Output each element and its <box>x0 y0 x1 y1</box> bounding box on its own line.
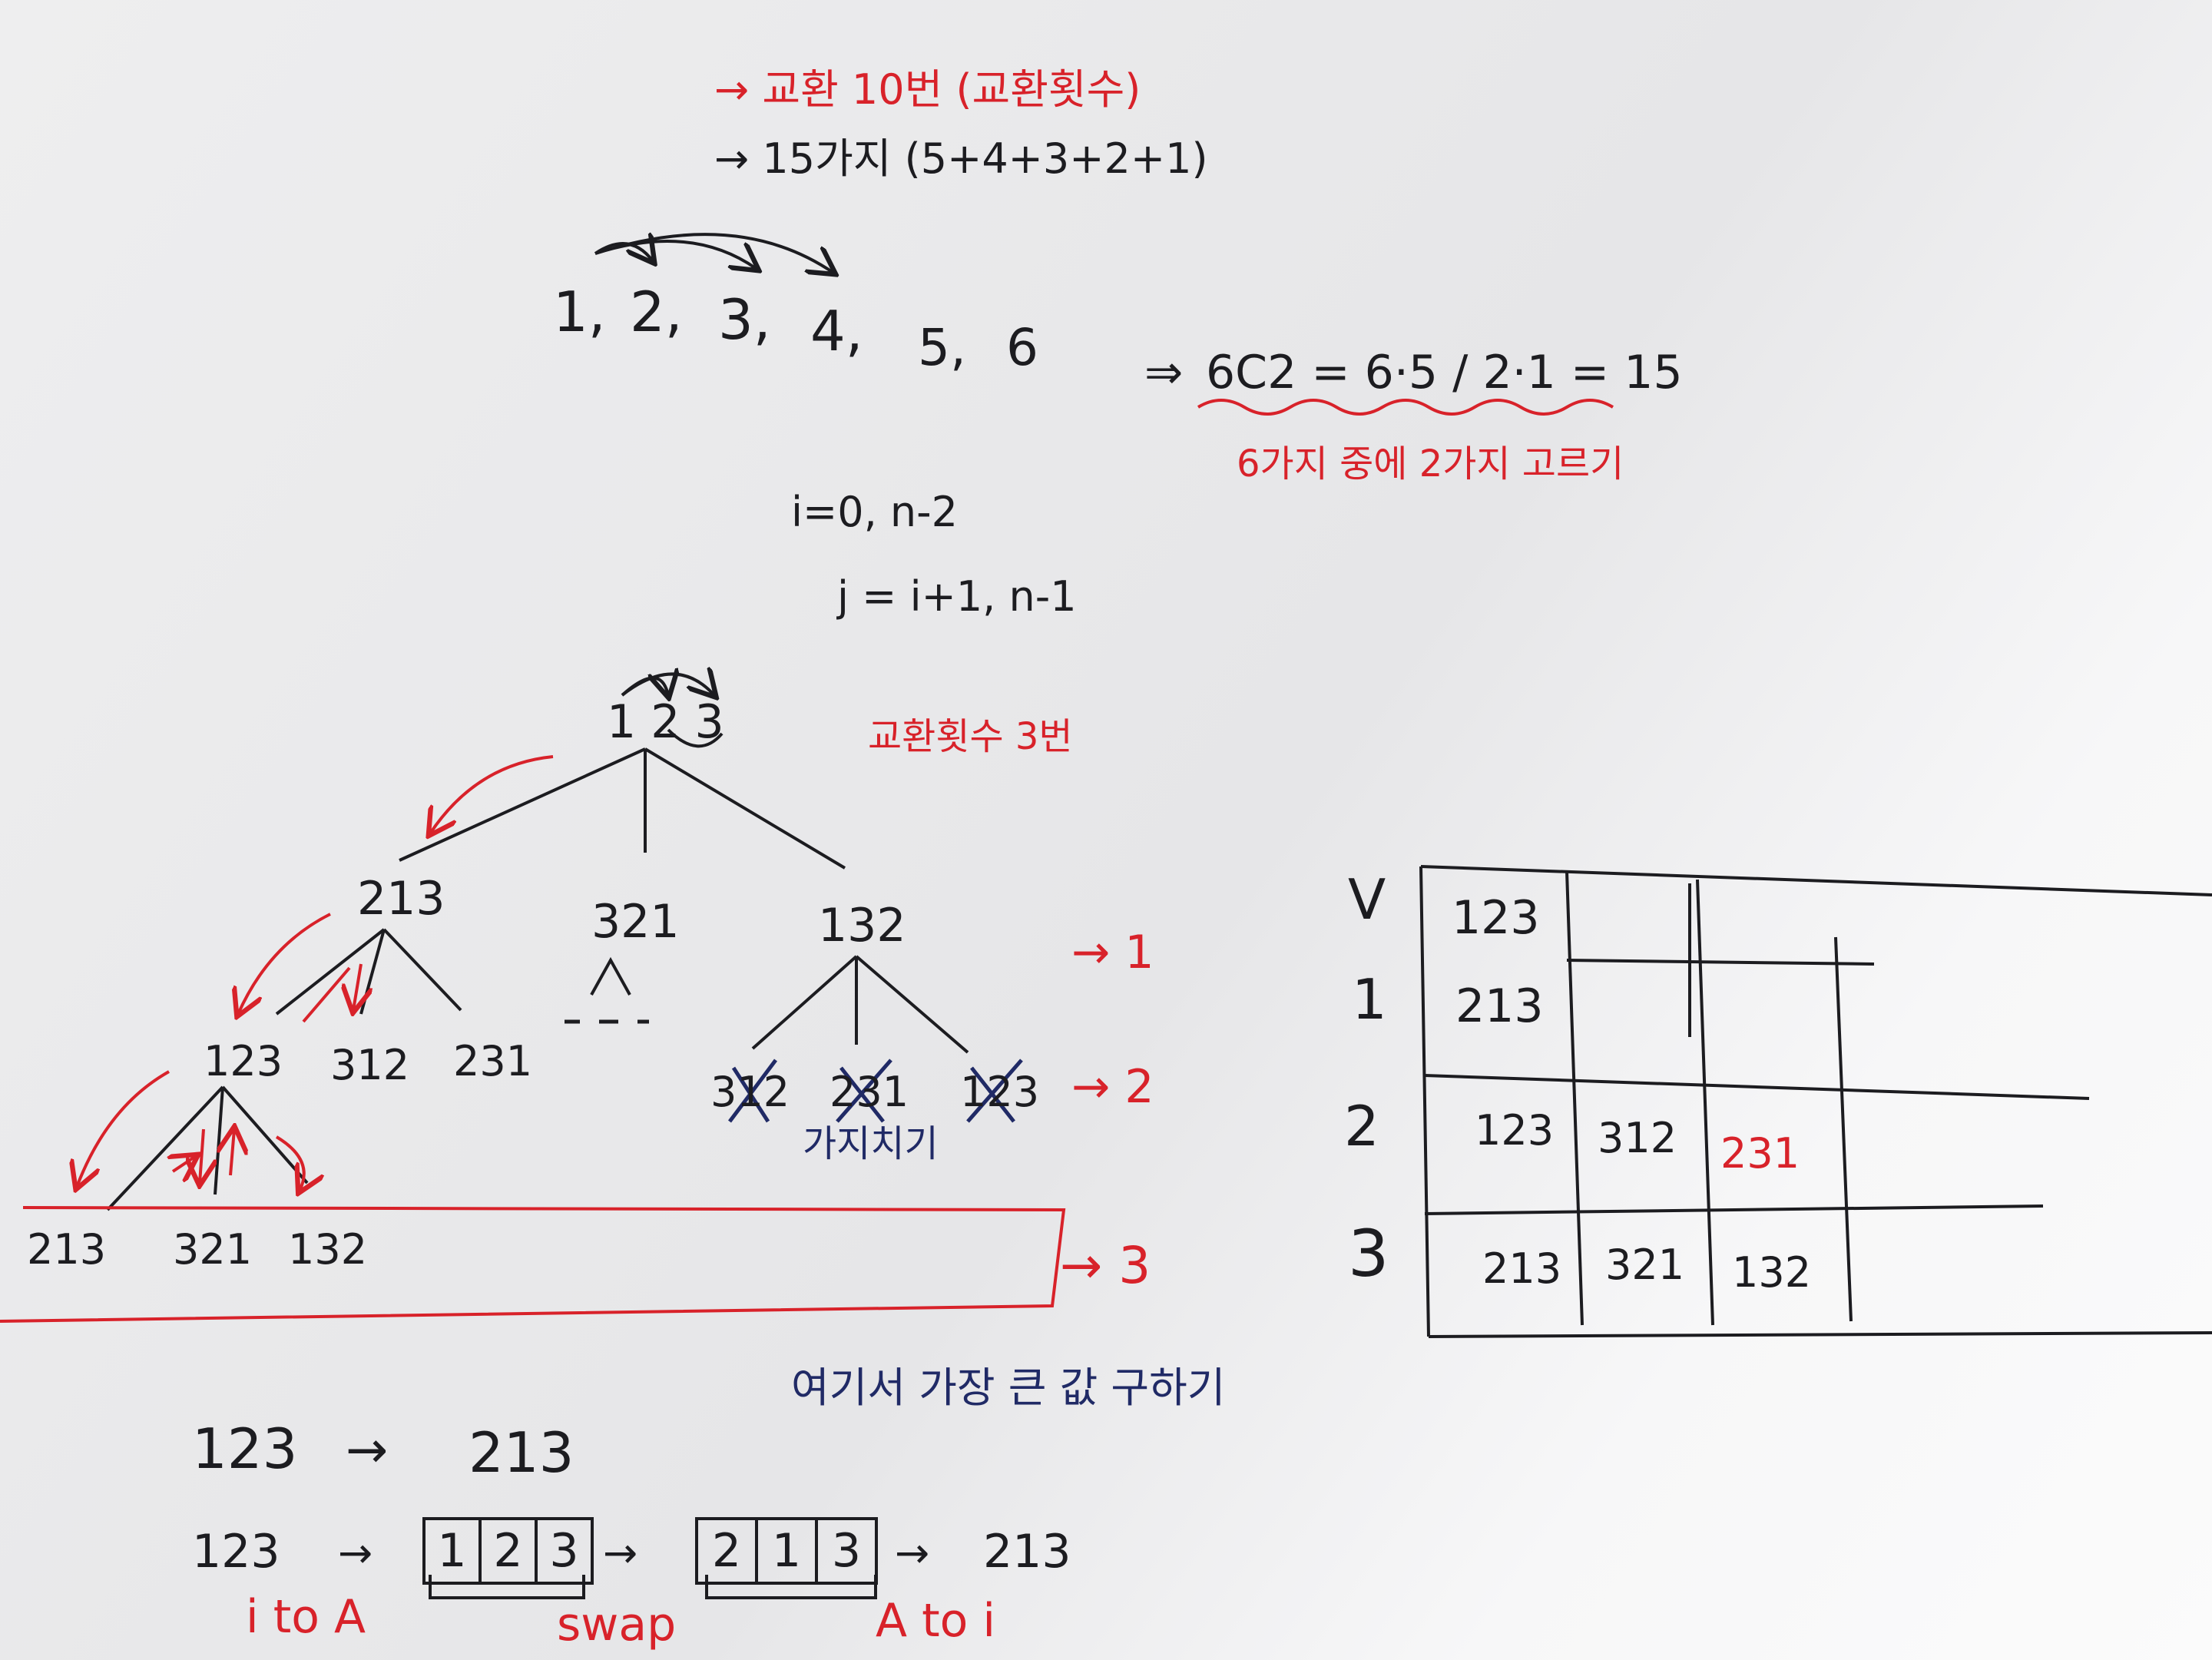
sequence-item: 3, <box>718 287 771 352</box>
table-row-label: 1 <box>1352 967 1387 1032</box>
array-box-after: 2 1 3 <box>695 1517 878 1585</box>
formula-underline <box>1197 399 1614 416</box>
combination-count-line: → 15가지 (5+4+3+2+1) <box>714 134 1208 183</box>
table-cell: 312 <box>1598 1114 1677 1162</box>
bottom-line2-to: 213 <box>983 1525 1071 1579</box>
level3-box <box>0 1206 1066 1323</box>
table-cell: 213 <box>1482 1244 1562 1293</box>
sequence-item: 1, <box>553 280 606 344</box>
array-cell: 2 <box>482 1520 538 1582</box>
swap-count-line: → 교환 10번 (교환횟수) <box>714 65 1141 114</box>
array-cell: 3 <box>831 1524 862 1578</box>
array-cell: 1 <box>758 1520 818 1582</box>
level-marker: → 3 <box>1060 1236 1151 1295</box>
tree-l2-node: 123 <box>204 1037 283 1085</box>
loop-i: i=0, n-2 <box>791 488 959 536</box>
sequence-item: 2, <box>630 280 683 344</box>
bottom-line1-to: 213 <box>469 1420 575 1485</box>
tree-l2-pruned-node: 312 <box>710 1068 790 1116</box>
combination-note: 6가지 중에 2가지 고르기 <box>1237 442 1624 485</box>
table-header-v: V <box>1348 867 1386 932</box>
array-box-before: 1 2 3 <box>422 1517 594 1585</box>
array-cell: 1 <box>426 1520 482 1582</box>
tree-l2-pruned-node: 123 <box>960 1068 1040 1116</box>
tree-l1-node: 321 <box>591 895 680 949</box>
table-grid <box>1419 865 2212 1338</box>
table-cell: 123 <box>1475 1106 1555 1155</box>
traversal-arrows <box>77 755 554 1191</box>
arrow-glyph: → <box>603 1529 638 1577</box>
label-swap: swap <box>557 1598 677 1652</box>
tree-l3-node: 321 <box>173 1225 253 1274</box>
bottom-line2-from: 123 <box>192 1525 280 1579</box>
bottom-line1-arrow: → <box>346 1420 389 1479</box>
tree-l3-node: 132 <box>288 1225 368 1274</box>
tree-l2-node: 231 <box>453 1037 533 1085</box>
tree-l1-node: 132 <box>818 899 906 953</box>
sequence-item: 5, <box>918 318 966 377</box>
table-cell: 132 <box>1732 1248 1812 1297</box>
tree-l2-node: 312 <box>330 1041 410 1089</box>
tree-l2-pruned-node: 231 <box>830 1068 909 1116</box>
tree-l3-node: 213 <box>27 1225 107 1274</box>
label-i-to-a: i to A <box>246 1590 366 1644</box>
tree-l1-node: 213 <box>357 872 445 926</box>
sequence-arcs <box>594 234 833 273</box>
sequence-item: 4, <box>810 299 863 363</box>
level-marker: → 1 <box>1071 926 1154 979</box>
pruning-label: 가지치기 <box>803 1122 939 1165</box>
arrow-glyph: → <box>895 1529 930 1577</box>
level-marker: → 2 <box>1071 1060 1154 1114</box>
table-cell: 123 <box>1452 891 1540 945</box>
swap-count-note: 교환횟수 3번 <box>868 715 1073 758</box>
tree-edges <box>106 747 969 1211</box>
sequence-item: 6 <box>1006 318 1038 377</box>
bottom-line1-from: 123 <box>192 1416 298 1481</box>
label-a-to-i: A to i <box>876 1594 996 1648</box>
loop-j: j = i+1, n-1 <box>837 572 1077 621</box>
table-row-label: 2 <box>1344 1094 1379 1158</box>
bottom-brackets <box>429 1575 877 1599</box>
combination-formula: 6C2 = 6·5 / 2·1 = 15 <box>1206 346 1683 399</box>
array-cell: 2 <box>698 1520 758 1582</box>
tree-root: 1 2 3 <box>607 695 724 749</box>
array-cell: 3 <box>549 1524 579 1578</box>
table-cell: 321 <box>1605 1241 1685 1289</box>
table-cell-highlight: 231 <box>1720 1129 1800 1178</box>
table-cell: 213 <box>1455 979 1544 1033</box>
pruning-crosses <box>728 1059 1023 1123</box>
arrow-glyph: → <box>338 1529 373 1577</box>
root-swap-arcs <box>621 674 724 748</box>
max-value-note: 여기서 가장 큰 값 구하기 <box>791 1363 1226 1412</box>
implies-arrow: ⇒ <box>1144 346 1184 399</box>
table-row-label: 3 <box>1348 1216 1389 1291</box>
